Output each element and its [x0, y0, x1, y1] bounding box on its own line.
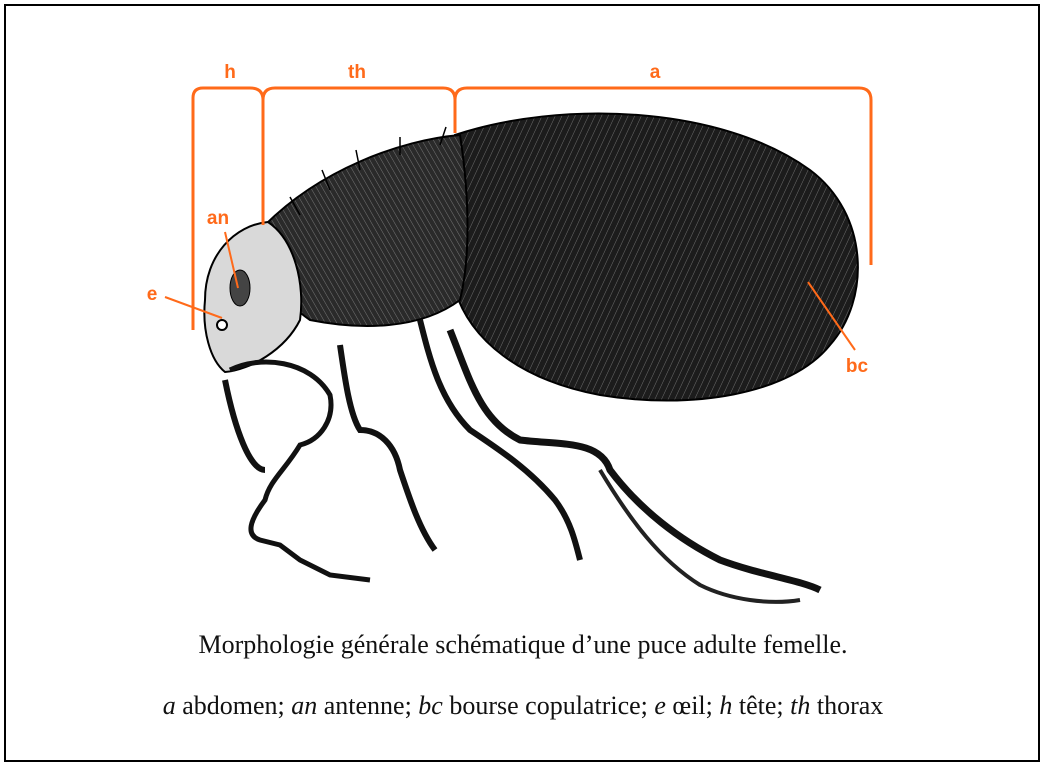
flea-illustration — [204, 113, 858, 601]
legend-text-th: thorax — [810, 691, 883, 720]
legend-abbr-a: a — [163, 691, 176, 720]
legend-abbr-e: e — [654, 691, 666, 720]
caption-legend: a abdomen; an antenne; bc bourse copulat… — [0, 691, 1046, 721]
legend-abbr-bc: bc — [418, 691, 443, 720]
flea-diagram: h th a an e bc — [0, 0, 1046, 620]
flea-abdomen — [455, 113, 858, 400]
label-an: an — [207, 208, 229, 229]
flea-antenna — [230, 270, 250, 306]
legend-abbr-h: h — [719, 691, 732, 720]
label-bc: bc — [846, 356, 869, 377]
legend-abbr-an: an — [291, 691, 317, 720]
label-h: h — [224, 62, 236, 83]
label-a: a — [650, 62, 661, 83]
legend-text-h: tête; — [732, 691, 790, 720]
legend-text-e: œil; — [666, 691, 719, 720]
flea-eye — [217, 320, 227, 330]
label-th: th — [348, 62, 366, 83]
label-e: e — [147, 284, 158, 305]
flea-middle-leg — [340, 345, 435, 550]
legend-abbr-th: th — [790, 691, 810, 720]
legend-text-bc: bourse copulatrice; — [443, 691, 655, 720]
caption-title: Morphologie générale schématique d’une p… — [0, 630, 1046, 660]
legend-text-a: abdomen; — [176, 691, 292, 720]
flea-head — [204, 222, 301, 372]
bracket-th — [263, 88, 455, 133]
legend-text-an: antenne; — [317, 691, 418, 720]
